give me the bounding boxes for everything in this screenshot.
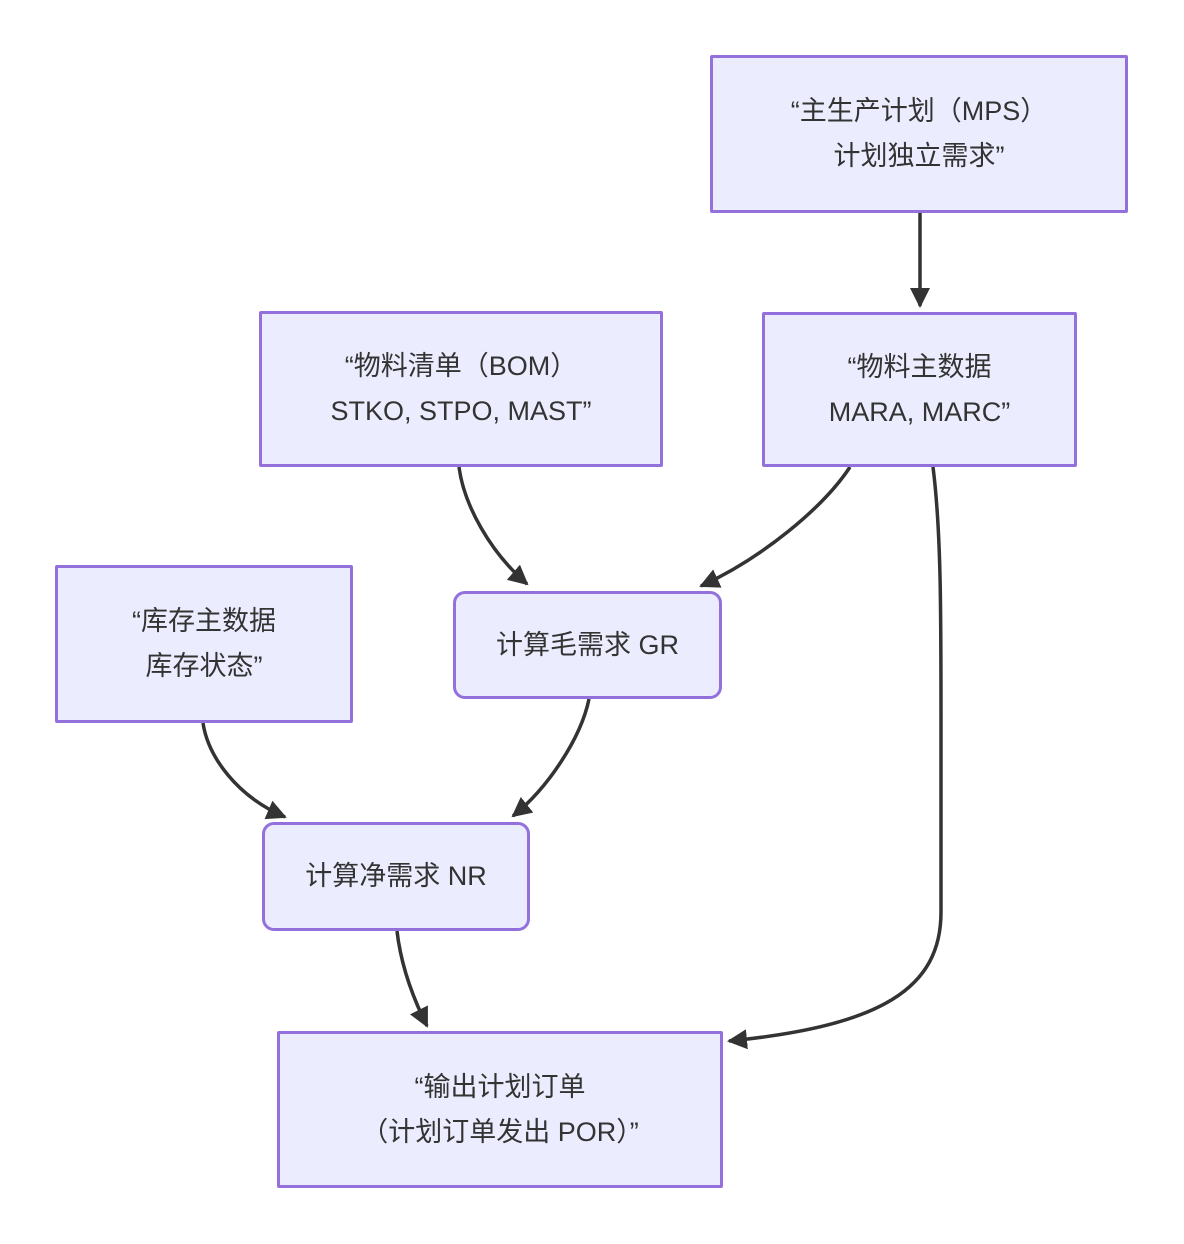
node-bom-line1: “物料清单（BOM） — [344, 351, 578, 381]
node-bom: “物料清单（BOM） STKO, STPO, MAST” — [259, 311, 663, 467]
node-inventory-line2: 库存状态” — [145, 651, 263, 681]
node-inventory: “库存主数据 库存状态” — [55, 565, 353, 723]
edge-mara-to-por — [727, 466, 943, 1050]
node-gross-requirement-label: 计算毛需求 GR — [495, 629, 679, 660]
node-net-requirement: 计算净需求 NR — [262, 822, 530, 931]
edge-gr-to-nr — [511, 698, 591, 818]
node-net-requirement-label: 计算净需求 NR — [305, 861, 487, 891]
node-gross-requirement: 计算毛需求 GR — [453, 591, 722, 699]
node-bom-line2: STKO, STPO, MAST” — [330, 396, 592, 426]
node-mps-line2: 计划独立需求” — [833, 141, 1005, 171]
edge-mara-to-gr — [699, 466, 852, 588]
node-mara-line1: “物料主数据 — [847, 351, 992, 382]
node-mps: “主生产计划（MPS） 计划独立需求” — [710, 55, 1128, 213]
node-planned-order-output-line2: （计划订单发出 POR）” — [361, 1116, 639, 1147]
edge-nr-to-por — [395, 930, 429, 1028]
edge-inv-to-nr — [201, 722, 287, 820]
edge-bom-to-gr — [457, 466, 529, 586]
node-planned-order-output-line1: “输出计划订单 — [414, 1071, 586, 1102]
node-inventory-line1: “库存主数据 — [132, 606, 276, 636]
node-planned-order-output: “输出计划订单 （计划订单发出 POR）” — [277, 1031, 723, 1188]
node-mara: “物料主数据 MARA, MARC” — [762, 312, 1077, 467]
node-mara-line2: MARA, MARC” — [828, 396, 1011, 427]
node-mps-line1: “主生产计划（MPS） — [790, 96, 1048, 126]
